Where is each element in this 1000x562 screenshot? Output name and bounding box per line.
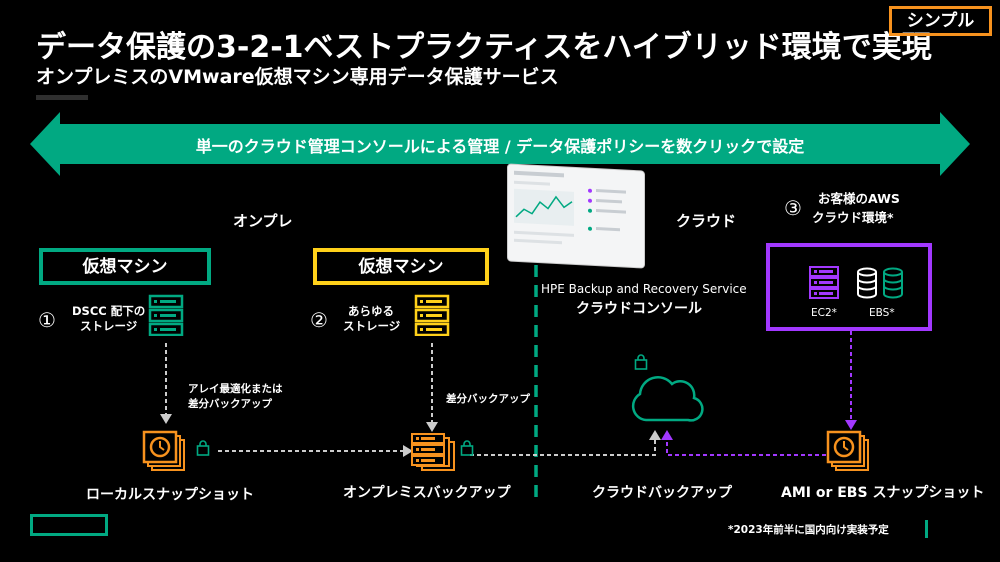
storage-two-number: ②	[310, 308, 328, 332]
console-service-name: HPE Backup and Recovery Service	[541, 282, 747, 296]
banner-text: 単一のクラウド管理コンソールによる管理 / データ保護ポリシーを数クリックで設定	[195, 137, 805, 156]
storage-server-icon-yellow	[414, 294, 450, 336]
cloud-icon	[631, 376, 704, 422]
aws-snapshot-caption: AMI or EBS スナップショット	[781, 485, 985, 501]
local-snapshot-caption: ローカルスナップショット	[86, 487, 254, 503]
left-arrow-label-line2: 差分バックアップ	[188, 398, 272, 410]
management-banner-arrow	[30, 112, 970, 176]
storage-one-number: ①	[38, 308, 56, 332]
vm-box-green: 仮想マシン	[39, 248, 211, 285]
onprem-label: オンプレ	[233, 212, 293, 230]
footer-accent	[30, 514, 108, 536]
page-title: データ保護の3-2-1ベストプラクティスをハイブリッド環境で実現	[36, 30, 932, 65]
lock-icon	[460, 440, 474, 456]
lock-icon	[196, 440, 210, 456]
onprem-backup-caption: オンプレミスバックアップ	[343, 485, 511, 501]
mid-arrow-label: 差分バックアップ	[446, 393, 530, 405]
footer-note: *2023年前半に国内向け実装予定	[728, 524, 889, 536]
onprem-backup-icon	[411, 433, 455, 471]
ebs-database-icon	[857, 267, 903, 299]
simple-tag: シンプル	[889, 6, 992, 36]
aws-snapshot-icon	[826, 430, 869, 471]
console-label: クラウドコンソール	[576, 301, 702, 317]
aws-label-line2: クラウド環境*	[812, 210, 894, 225]
footer-bar	[925, 520, 928, 538]
vm-box-yellow: 仮想マシン	[313, 248, 489, 285]
console-screenshot	[508, 164, 644, 268]
storage-server-icon-green	[148, 294, 184, 336]
cloud-backup-caption: クラウドバックアップ	[592, 485, 732, 501]
ec2-label: EC2*	[811, 307, 837, 319]
aws-label-line1: お客様のAWS	[818, 191, 900, 206]
ebs-label: EBS*	[869, 307, 895, 319]
aws-number: ③	[784, 196, 802, 220]
title-divider	[36, 95, 88, 100]
aws-environment-box	[766, 243, 932, 331]
storage-one-line2: ストレージ	[80, 319, 138, 333]
local-snapshot-icon	[142, 430, 185, 471]
storage-one-line1: DSCC 配下の	[72, 304, 146, 318]
ec2-server-icon	[809, 266, 839, 299]
storage-two-line2: ストレージ	[343, 319, 401, 333]
lock-icon	[634, 354, 648, 370]
cloud-label: クラウド	[676, 212, 737, 230]
left-arrow-label-line1: アレイ最適化または	[188, 383, 283, 395]
page-subtitle: オンプレミスのVMware仮想マシン専用データ保護サービス	[36, 66, 559, 88]
storage-two-line1: あらゆる	[348, 304, 394, 318]
